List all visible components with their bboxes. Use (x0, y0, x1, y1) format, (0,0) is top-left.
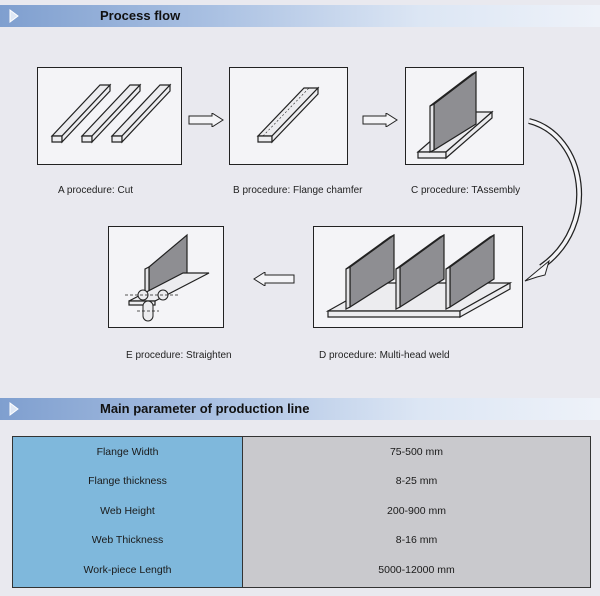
procedure-b-illustration (229, 67, 348, 165)
parameter-value: 8-25 mm (395, 475, 438, 488)
parameter-table: Flange Width Flange thickness Web Height… (12, 436, 591, 588)
right-arrow-icon (188, 113, 224, 127)
parameter-name: Flange Width (96, 445, 159, 458)
parameter-value-column: 75-500 mm 8-25 mm 200-900 mm 8-16 mm 500… (243, 437, 590, 587)
procedure-a-illustration (37, 67, 182, 165)
parameter-value: 8-16 mm (395, 534, 438, 547)
procedure-c-illustration (405, 67, 524, 165)
parameter-value: 200-900 mm (387, 504, 446, 517)
section-title-main-parameter: Main parameter of production line (100, 401, 310, 416)
t-assembly-icon (416, 70, 494, 160)
procedure-c-caption: C procedure: TAssembly (411, 185, 521, 196)
parameter-name: Work-piece Length (83, 563, 172, 576)
main-parameter-banner: Main parameter of production line (0, 398, 600, 420)
flange-chamfer-icon (256, 86, 320, 144)
section-title-process-flow: Process flow (100, 8, 181, 23)
multi-head-weld-icon (325, 233, 513, 319)
parameter-name: Web Thickness (91, 534, 164, 547)
straighten-machine-icon (125, 233, 210, 322)
left-arrow-icon (253, 272, 295, 286)
parameter-name: Web Height (100, 504, 155, 517)
procedure-d-caption: D procedure: Multi-head weld (319, 350, 450, 361)
arrow-marker-icon (9, 402, 19, 416)
procedure-d-illustration (313, 226, 523, 328)
procedure-b-caption: B procedure: Flange chamfer (233, 185, 363, 196)
procedure-e-illustration (108, 226, 224, 328)
parameter-name: Flange thickness (88, 475, 167, 488)
cut-strips-icon (50, 83, 172, 144)
parameter-name-column: Flange Width Flange thickness Web Height… (13, 437, 243, 587)
parameter-value: 75-500 mm (389, 445, 444, 458)
process-flow-banner: Process flow (0, 5, 600, 27)
right-arrow-icon (362, 113, 398, 127)
procedure-a-caption: A procedure: Cut (58, 185, 134, 196)
procedure-e-caption: E procedure: Straighten (126, 350, 232, 361)
parameter-value: 5000-12000 mm (378, 563, 455, 576)
curved-arrow-icon (524, 118, 583, 282)
arrow-marker-icon (9, 9, 19, 23)
